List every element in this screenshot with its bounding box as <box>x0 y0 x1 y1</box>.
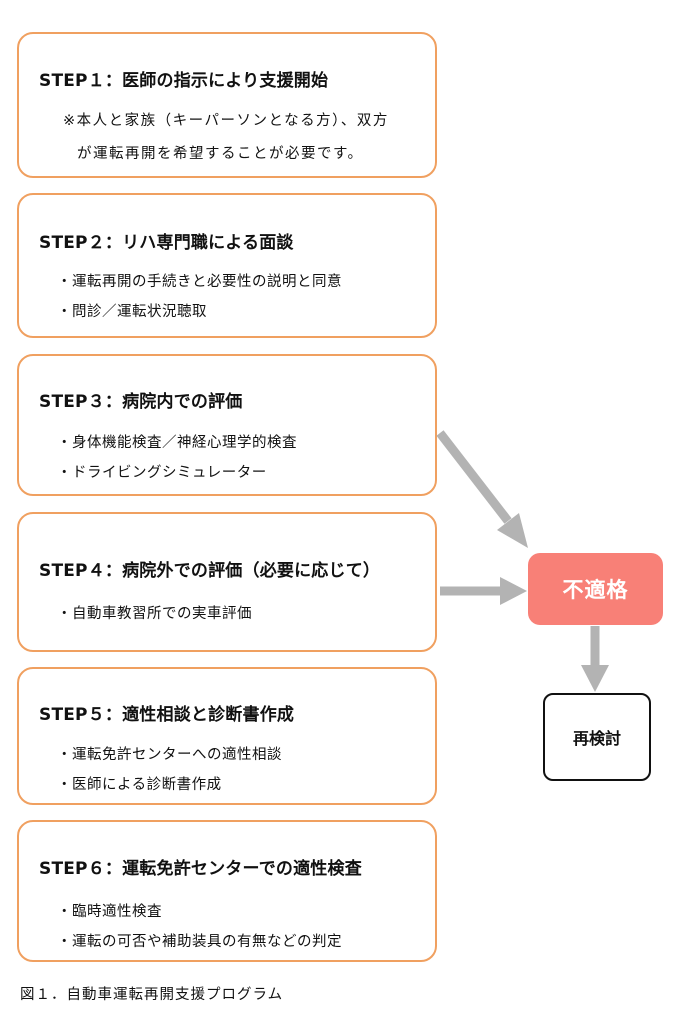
step-2-item-1: ・運転再開の手続きと必要性の説明と同意 <box>57 274 342 290</box>
arrowhead-outcome-to-review <box>581 665 609 692</box>
step-6-box: STEP６：運転免許センターでの適性検査 ・臨時適性検査 ・運転の可否や補助装具… <box>17 820 437 962</box>
step-1-title: STEP１：医師の指示により支援開始 <box>39 71 329 91</box>
step-5-title: STEP５：適性相談と診断書作成 <box>39 705 295 725</box>
step-3-box: STEP３：病院内での評価 ・身体機能検査／神経心理学的検査 ・ドライビングシミ… <box>17 354 437 496</box>
review-box: 再検討 <box>543 693 651 781</box>
step-4-box: STEP４：病院外での評価（必要に応じて） ・自動車教習所での実車評価 <box>17 512 437 652</box>
figure-caption: 図１．自動車運転再開支援プログラム <box>20 987 284 1003</box>
step-2-item-2: ・問診／運転状況聴取 <box>57 304 207 320</box>
arrowhead-step3-to-outcome <box>497 513 528 548</box>
step-1-box: STEP１：医師の指示により支援開始 ※本人と家族（キーパーソンとなる方）、双方… <box>17 32 437 178</box>
step-1-note-line-2: が運転再開を希望することが必要です。 <box>77 146 364 162</box>
step-2-title: STEP２：リハ専門職による面談 <box>39 233 294 253</box>
step-5-box: STEP５：適性相談と診断書作成 ・運転免許センターへの適性相談 ・医師による診… <box>17 667 437 805</box>
outcome-ineligible-box: 不適格 <box>528 553 663 625</box>
step-6-item-2: ・運転の可否や補助装具の有無などの判定 <box>57 934 342 950</box>
arrow-step3-to-outcome <box>436 430 512 524</box>
step-5-item-1: ・運転免許センターへの適性相談 <box>57 747 282 763</box>
arrowhead-step4-to-outcome <box>500 577 527 605</box>
review-label: 再検討 <box>572 729 621 748</box>
step-3-item-2: ・ドライビングシミュレーター <box>57 465 267 481</box>
step-6-item-1: ・臨時適性検査 <box>57 904 162 920</box>
step-5-item-2: ・医師による診断書作成 <box>57 777 222 793</box>
step-4-item-1: ・自動車教習所での実車評価 <box>57 606 252 622</box>
step-3-item-1: ・身体機能検査／神経心理学的検査 <box>57 435 297 451</box>
step-1-note-line-1: ※本人と家族（キーパーソンとなる方）、双方 <box>63 113 389 129</box>
step-6-title: STEP６：運転免許センターでの適性検査 <box>39 859 362 879</box>
step-3-title: STEP３：病院内での評価 <box>39 392 243 412</box>
outcome-ineligible-label: 不適格 <box>562 578 629 602</box>
step-2-box: STEP２：リハ専門職による面談 ・運転再開の手続きと必要性の説明と同意 ・問診… <box>17 193 437 338</box>
step-4-title: STEP４：病院外での評価（必要に応じて） <box>39 561 381 581</box>
